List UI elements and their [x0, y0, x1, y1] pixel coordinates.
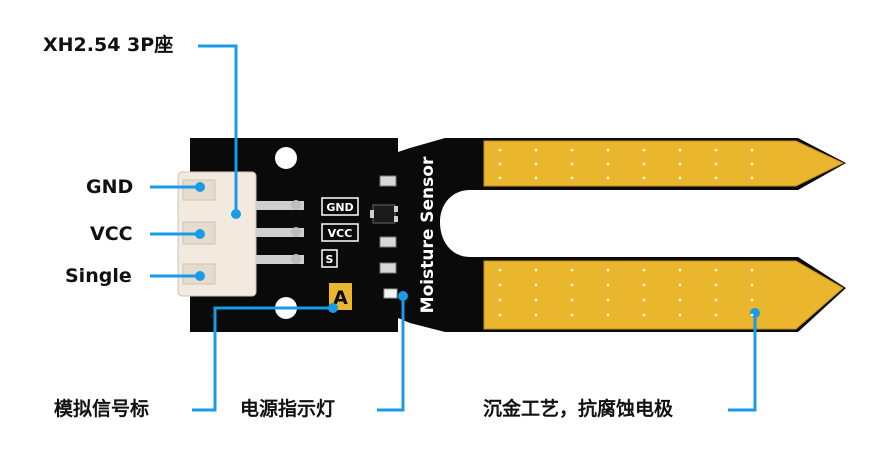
board-title: Moisture Sensor [418, 156, 438, 313]
electrode-bottom-via [714, 313, 718, 317]
electrode-bottom-via [678, 283, 682, 287]
electrode-bottom-via [570, 268, 574, 272]
electrode-top [483, 140, 845, 187]
electrode-bottom-via [678, 298, 682, 302]
electrode-top-via [642, 162, 646, 166]
label-power-led: 电源指示灯 [240, 398, 336, 420]
electrode-bottom-via [714, 283, 718, 287]
electrode-top-via [570, 148, 574, 152]
electrode-top-via [606, 148, 610, 152]
electrode-top-via [498, 148, 502, 152]
electrode-top-via [570, 162, 574, 166]
electrode-top-via [750, 148, 754, 152]
label-probe: 沉金工艺，抗腐蚀电极 [483, 398, 674, 420]
pin-gnd-lead [256, 201, 304, 210]
electrode-top-via [678, 148, 682, 152]
power-led [383, 288, 398, 299]
mounting-hole-top [275, 147, 297, 169]
electrode-top-via [534, 162, 538, 166]
electrode-bottom-via [498, 268, 502, 272]
electrode-bottom-via [642, 268, 646, 272]
electrode-bottom-via [714, 298, 718, 302]
electrode-top-via [606, 176, 610, 180]
pin-s-lead [256, 255, 304, 264]
label-vcc: VCC [90, 223, 133, 245]
electrode-bottom-via [534, 283, 538, 287]
label-connector: XH2.54 3P座 [43, 34, 174, 56]
electrode-bottom-via [570, 283, 574, 287]
electrode-bottom-via [534, 268, 538, 272]
electrode-top-via [534, 176, 538, 180]
electrode-bottom-via [570, 313, 574, 317]
electrode-bottom [483, 260, 844, 330]
electrode-bottom-via [750, 298, 754, 302]
pin-label-vcc: VCC [328, 227, 353, 240]
electrode-bottom-via [606, 298, 610, 302]
electrode-bottom-via [642, 313, 646, 317]
label-analog-indicator: 模拟信号标 [54, 398, 150, 420]
electrode-bottom-via [642, 298, 646, 302]
electrode-bottom-via [534, 313, 538, 317]
analog-mark: A [333, 287, 348, 309]
smd-resistor-3 [379, 262, 397, 274]
electrode-bottom-via [750, 268, 754, 272]
electrode-top-via [570, 176, 574, 180]
electrode-bottom-via [606, 283, 610, 287]
electrode-bottom-via [678, 268, 682, 272]
electrode-top-via [642, 148, 646, 152]
electrode-top-via [714, 162, 718, 166]
electrode-top-via [714, 148, 718, 152]
electrode-top-via [750, 176, 754, 180]
electrode-top-via [606, 162, 610, 166]
transistor [372, 204, 396, 224]
electrode-bottom-via [750, 283, 754, 287]
smd-resistor-1 [379, 175, 397, 187]
electrode-bottom-via [678, 313, 682, 317]
electrode-bottom-via [606, 313, 610, 317]
smd-resistor-2 [379, 236, 397, 248]
pin-label-s: S [326, 253, 334, 266]
electrode-bottom-via [750, 313, 754, 317]
electrode-top-via [750, 162, 754, 166]
electrode-bottom-via [498, 298, 502, 302]
electrode-top-via [642, 176, 646, 180]
electrode-bottom-via [498, 283, 502, 287]
electrode-bottom-via [606, 268, 610, 272]
electrode-bottom-via [714, 268, 718, 272]
pin-vcc-lead [256, 228, 304, 237]
label-signal: Single [65, 265, 132, 287]
electrode-top-via [498, 176, 502, 180]
analog-mark-box [329, 283, 352, 310]
electrode-bottom-via [642, 283, 646, 287]
callout-lines [150, 44, 757, 412]
label-gnd: GND [86, 176, 134, 198]
electrode-top-via [714, 176, 718, 180]
electrode-top-via [678, 176, 682, 180]
electrode-bottom-via [534, 298, 538, 302]
electrode-bottom-via [498, 313, 502, 317]
electrode-top-via [678, 162, 682, 166]
pin-label-gnd: GND [326, 201, 353, 214]
electrode-top-via [534, 148, 538, 152]
electrode-top-via [498, 162, 502, 166]
electrode-bottom-via [570, 298, 574, 302]
